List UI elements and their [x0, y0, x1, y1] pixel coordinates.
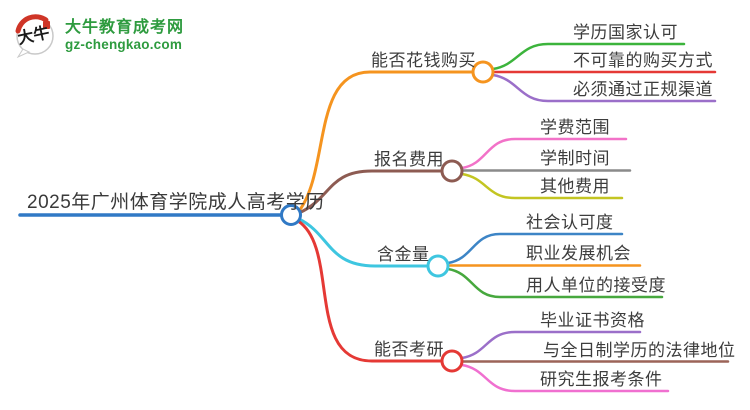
red-seal [43, 21, 50, 29]
leaf-label-can-buy-3: 必须通过正规渠道 [573, 80, 713, 99]
leaf-label-can-buy-1: 学历国家认可 [573, 23, 678, 42]
speech-bubble-tail [16, 48, 31, 58]
site-name: 大牛教育成考网 [65, 18, 185, 36]
branch-label-fees: 报名费用 [374, 150, 444, 169]
branch-line-value [297, 217, 430, 268]
leaf-line-postgrad-3 [460, 363, 670, 393]
leaf-label-can-buy-2: 不可靠的购买方式 [573, 51, 713, 70]
site-logo[interactable]: 大牛 大牛教育成考网 gz-chengkao.com [12, 12, 184, 58]
root-topic-label: 2025年广州体育学院成人高考学历 [27, 192, 325, 213]
branch-label-value: 含金量 [377, 245, 430, 264]
leaf-line-can-buy-3 [491, 73, 717, 103]
leaf-line-value-1 [446, 232, 624, 265]
leaf-line-value-3 [446, 267, 664, 299]
leaf-label-value-3: 用人单位的接受度 [526, 276, 666, 295]
site-url: gz-chengkao.com [65, 36, 183, 52]
leaf-line-can-buy-1 [491, 42, 686, 71]
branch-label-postgrad: 能否考研 [374, 340, 444, 359]
branch-line-can-buy [297, 70, 475, 213]
leaf-label-postgrad-1: 毕业证书资格 [540, 311, 645, 330]
root-node-circle [280, 204, 302, 226]
leaf-label-postgrad-3: 研究生报考条件 [540, 370, 663, 389]
leaf-label-postgrad-2: 与全日制学历的法律地位 [543, 341, 736, 360]
branch-node-value [426, 254, 450, 278]
leaf-label-fees-1: 学费范围 [540, 118, 610, 137]
branch-node-can-buy [471, 60, 495, 84]
red-arc [15, 14, 49, 34]
leaf-label-fees-2: 学制时间 [540, 149, 610, 168]
leaf-label-fees-3: 其他费用 [540, 177, 610, 196]
logo-text-block: 大牛教育成考网 gz-chengkao.com [65, 18, 184, 53]
leaf-line-postgrad-1 [460, 330, 642, 360]
leaf-line-fees-3 [460, 172, 624, 200]
leaf-label-value-1: 社会认可度 [526, 213, 614, 232]
branch-node-postgrad [440, 349, 464, 373]
branch-line-postgrad [296, 219, 444, 363]
leaf-label-value-2: 职业发展机会 [526, 244, 631, 263]
branch-node-fees [440, 159, 464, 183]
daniu-logo-icon: 大牛 [15, 14, 54, 58]
branch-line-fees [297, 169, 444, 215]
branch-label-can-buy: 能否花钱购买 [371, 51, 476, 70]
leaf-line-fees-1 [460, 137, 628, 170]
